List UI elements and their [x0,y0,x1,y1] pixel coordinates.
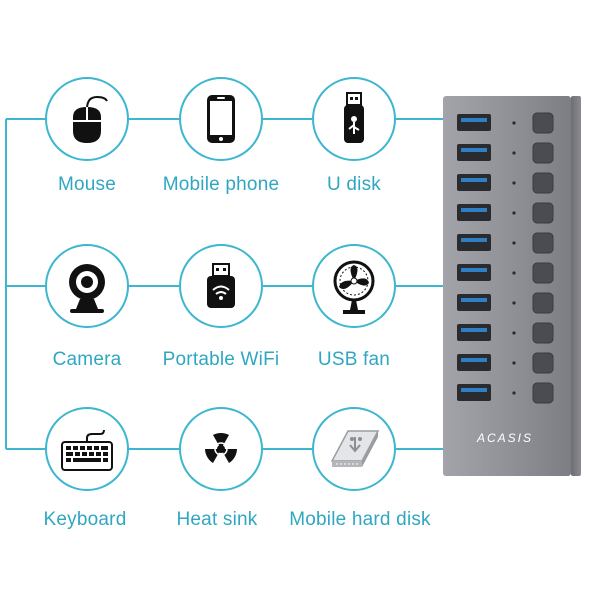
usb-hub: ACASIS [443,96,581,476]
usb-hub-body: ACASIS [443,96,581,476]
port-power-switch[interactable] [532,352,554,374]
usb-fan-label: USB fan [317,349,391,370]
usb-fan-circle [312,244,396,328]
usb-port[interactable] [457,114,491,131]
usb-port[interactable] [457,294,491,311]
mouse-circle [45,77,129,161]
camera-circle [45,244,129,328]
usb-port[interactable] [457,174,491,191]
hard-disk-icon [330,430,380,467]
usb-port-tongue [461,178,487,182]
usb-port-tongue [461,388,487,392]
keyboard-icon [61,429,113,471]
usb-port-tongue [461,268,487,272]
usb-port-tongue [461,238,487,242]
keyboard-label: Keyboard [43,509,127,530]
mobile-phone-circle [179,77,263,161]
mobile-phone-label: Mobile phone [162,174,280,195]
port-power-switch[interactable] [532,202,554,224]
port-led [512,361,516,365]
port-power-switch[interactable] [532,142,554,164]
webcam-icon [69,264,105,313]
fan-icon [333,260,375,314]
port-led [512,391,516,395]
port-led [512,331,516,335]
port-power-switch[interactable] [532,322,554,344]
usb-drive-icon [344,92,364,143]
u-disk-circle [312,77,396,161]
usb-port[interactable] [457,144,491,161]
port-power-switch[interactable] [532,112,554,134]
usb-port[interactable] [457,264,491,281]
usb-port-tongue [461,298,487,302]
mobile-hard-disk-label: Mobile hard disk [289,509,431,530]
usb-wifi-adapter-icon [207,263,235,308]
usb-port[interactable] [457,324,491,341]
mobile-hard-disk-circle [312,407,396,491]
port-led [512,121,516,125]
usb-port[interactable] [457,354,491,371]
port-power-switch[interactable] [532,172,554,194]
usb-port[interactable] [457,384,491,401]
mouse-icon [73,95,108,143]
mouse-label: Mouse [57,174,117,195]
usb-port-tongue [461,148,487,152]
portable-wifi-label: Portable WiFi [162,349,280,370]
heat-sink-label: Heat sink [176,509,258,530]
usb-port[interactable] [457,234,491,251]
heat-sink-circle [179,407,263,491]
usb-port-tongue [461,208,487,212]
port-led [512,181,516,185]
port-led [512,271,516,275]
usb-port[interactable] [457,204,491,221]
port-power-switch[interactable] [532,382,554,404]
radiation-icon [205,433,237,463]
keyboard-circle [45,407,129,491]
portable-wifi-circle [179,244,263,328]
port-power-switch[interactable] [532,292,554,314]
hub-brand-logo: ACASIS [476,431,533,445]
port-led [512,301,516,305]
port-led [512,151,516,155]
port-led [512,241,516,245]
usb-port-tongue [461,118,487,122]
camera-label: Camera [52,349,122,370]
usb-port-tongue [461,358,487,362]
u-disk-label: U disk [327,174,381,195]
port-led [512,211,516,215]
port-power-switch[interactable] [532,262,554,284]
usb-port-tongue [461,328,487,332]
mobile-phone-icon [207,95,235,143]
port-power-switch[interactable] [532,232,554,254]
